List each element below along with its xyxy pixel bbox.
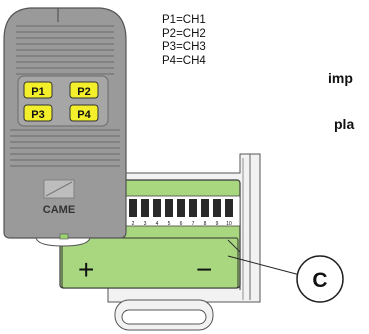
button-p4[interactable]: P4 [69,104,99,122]
channel-mapping-list: P1=CH1 P2=CH2 P3=CH3 P4=CH4 [162,14,206,68]
terminal-screw [153,199,161,217]
callout-letter: C [312,269,327,292]
mapping-line: P3=CH3 [162,41,206,53]
terminal-number: 5 [168,221,171,227]
side-label-top: imp [328,70,353,86]
terminal-number: 8 [204,221,207,227]
terminal-number: 3 [144,221,147,227]
terminal-number: 2 [132,221,135,227]
remote-control: P1 P2 P3 P4 CAME [3,7,127,247]
button-label: P2 [77,86,90,98]
terminal-number: 6 [180,221,183,227]
terminal-number: 7 [192,221,195,227]
plus-sign: + [78,254,94,285]
brand-label: CAME [43,204,75,216]
terminal-screw [213,199,221,217]
terminal-screw [189,199,197,217]
terminal-screw [165,199,173,217]
side-label-bottom: pla [334,116,355,132]
terminal-number: 4 [156,221,159,227]
button-p1[interactable]: P1 [23,81,53,99]
button-label: P1 [31,86,44,98]
button-p3[interactable]: P3 [23,104,53,122]
callout-c: C [227,255,344,303]
terminal-number: 10 [226,221,232,227]
button-p2[interactable]: P2 [69,81,99,99]
button-label: P3 [31,109,44,121]
mapping-line: P1=CH1 [162,14,206,26]
button-label: P4 [77,109,91,121]
came-logo: CAME [43,179,75,216]
mapping-line: P4=CH4 [162,54,206,67]
terminal-screw [201,199,209,217]
terminal-screw [225,199,233,217]
minus-sign: − [196,254,212,285]
terminal-screw [141,199,149,217]
terminal-number: 9 [216,221,219,227]
mapping-line: P2=CH2 [162,27,206,40]
terminal-screw [129,199,137,217]
terminal-screw [177,199,185,217]
